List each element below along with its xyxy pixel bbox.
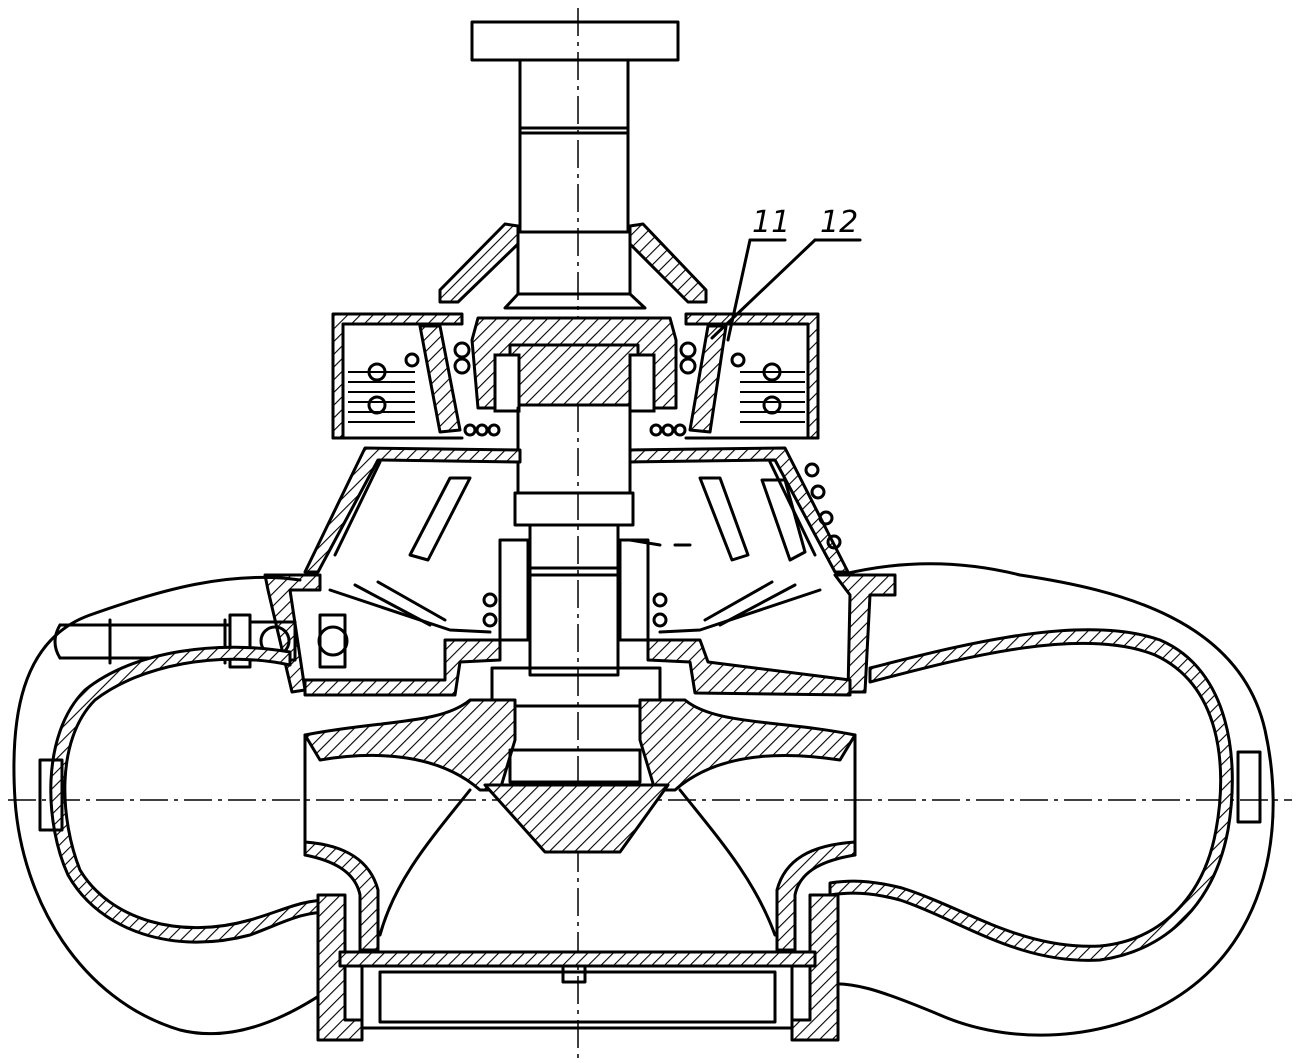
oil-tank-housing (331, 312, 820, 440)
bearing-cover-cone (438, 222, 708, 310)
impeller (303, 666, 857, 952)
thrust-collar (470, 316, 678, 413)
bearing-balls-right (649, 341, 697, 437)
callout-12: 12 (710, 205, 862, 340)
suction-cover (316, 893, 840, 1042)
bearing-stand (303, 446, 850, 574)
bearing-balls-left (453, 341, 501, 437)
drive-shaft (470, 20, 680, 296)
pump-cover (263, 573, 897, 697)
callout-11-label: 11 (752, 205, 790, 240)
callout-12-label: 12 (820, 205, 858, 240)
shaft-seal (482, 538, 668, 642)
main-shaft (513, 406, 635, 677)
callout-11: 11 (726, 205, 790, 342)
center-axis-lines (8, 8, 1292, 1060)
